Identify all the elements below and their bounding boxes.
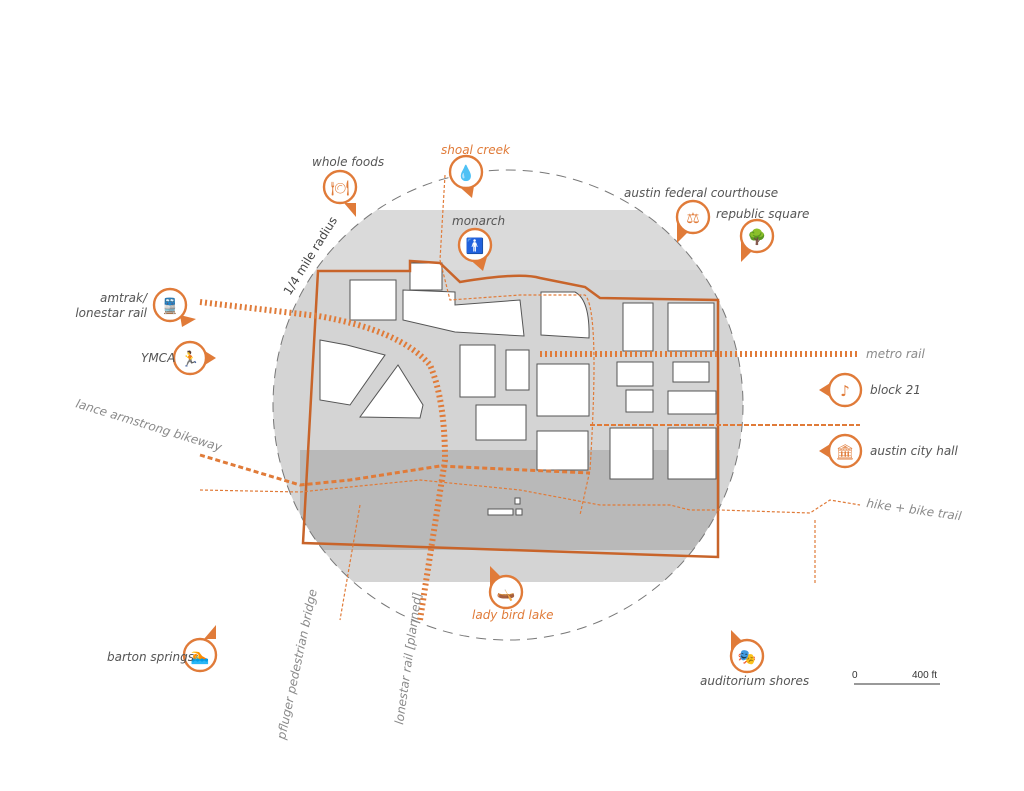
water-drop-icon[interactable]: 💧 [448, 154, 484, 198]
city-hall-label: austin city hall [870, 444, 959, 458]
lonestar-rail-label: lonestar rail [75, 306, 147, 320]
block-21-label: block 21 [870, 383, 921, 397]
quarter-mile-radius-circle [272, 169, 744, 641]
planned-rail-label: lonestar rail [planned] [392, 591, 424, 725]
shoal-creek-label: shoal creek [441, 143, 511, 157]
svg-text:🛶: 🛶 [497, 584, 516, 602]
republic-square-label: republic square [716, 207, 809, 221]
bridge-label: pfluger pedestrian bridge [274, 588, 320, 742]
trail-label: hike + bike trail [866, 496, 963, 523]
swimmer-icon[interactable]: 🏊 [182, 625, 218, 673]
scales-icon[interactable]: ⚖ [675, 199, 711, 243]
amtrak-label: amtrak/ [100, 291, 149, 305]
kayak-icon[interactable]: 🛶 [488, 566, 524, 610]
tree-icon[interactable]: 🌳 [739, 218, 775, 262]
buildings [319, 262, 717, 516]
bikeway-line [199, 453, 591, 487]
federal-courthouse-label: austin federal courthouse [624, 186, 778, 200]
bikeway-label: lance armstrong bikeway [74, 396, 224, 454]
building-icon[interactable]: 🏛 [819, 433, 863, 469]
shoal-creek-trail [439, 174, 595, 516]
routes [199, 174, 861, 621]
svg-text:🍽: 🍽 [330, 179, 349, 197]
auditorium-shores-label: auditorium shores [700, 674, 809, 688]
barton-springs-label: barton springs [107, 650, 194, 664]
scale-end-label: 400 ft [912, 670, 937, 681]
ymca-label: YMCA [141, 351, 175, 365]
music-note-icon[interactable]: ♪ [819, 372, 863, 408]
svg-text:🌳: 🌳 [748, 227, 767, 246]
hike-bike-trail-line [199, 479, 861, 514]
dining-icon[interactable]: 🍽 [322, 169, 358, 217]
svg-text:🏛: 🏛 [835, 443, 854, 461]
svg-text:♪: ♪ [840, 382, 850, 400]
svg-text:🎭: 🎭 [738, 648, 757, 666]
svg-text:🏊: 🏊 [191, 647, 210, 665]
scale-start-label: 0 [852, 670, 858, 681]
pfluger-bridge-line [339, 504, 361, 621]
scale-bar: 0 400 ft [852, 670, 940, 685]
lady-bird-lake-label: lady bird lake [472, 608, 554, 622]
whole-foods-label: whole foods [312, 155, 384, 169]
site-boundary [301, 259, 720, 559]
svg-text:⚖: ⚖ [686, 209, 699, 227]
theater-masks-icon[interactable]: 🎭 [729, 630, 765, 674]
svg-text:🚹: 🚹 [466, 237, 485, 255]
jump-rope-icon[interactable]: 🏃 [172, 340, 216, 376]
svg-text:💧: 💧 [457, 164, 476, 182]
person-icon[interactable]: 🚹 [457, 227, 493, 271]
svg-text:🏃: 🏃 [181, 350, 200, 368]
train-icon[interactable]: 🚆 [152, 287, 196, 327]
metro-rail-label: metro rail [866, 347, 925, 361]
svg-text:🚆: 🚆 [161, 297, 180, 315]
monarch-label: monarch [452, 214, 505, 228]
